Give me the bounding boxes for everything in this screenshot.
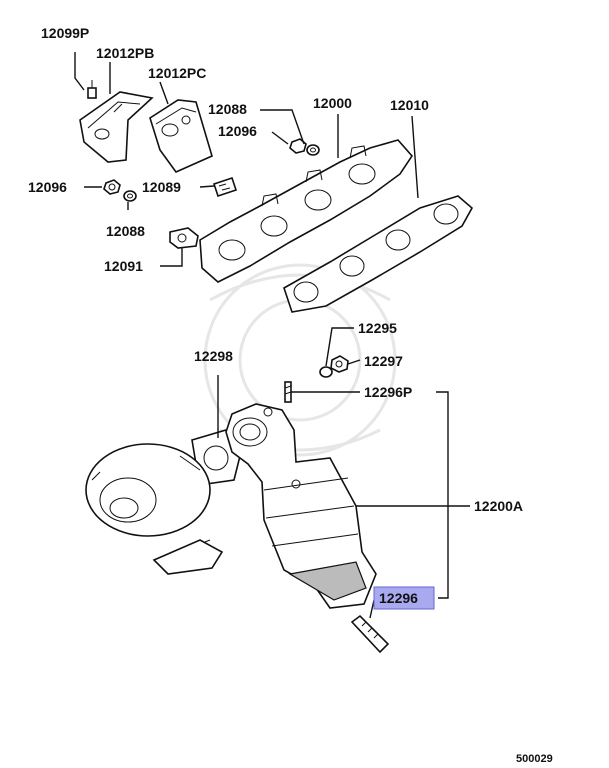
turbocharger [85,443,224,575]
leader-lines [74,52,470,619]
exhaust-manifold-12000[interactable] [199,139,414,283]
part-labels: 12099P 12012PB 12012PC 12088 12000 12010… [28,25,523,514]
label-12010[interactable]: 12010 [390,97,429,113]
heat-protector-12012PC[interactable] [149,99,213,173]
highlighted-label-12296[interactable]: 12296 [373,586,435,610]
nut-12096-top[interactable] [289,138,307,154]
stud-12296[interactable] [350,614,390,654]
label-12295[interactable]: 12295 [358,320,397,336]
label-12096-left[interactable]: 12096 [28,179,67,195]
figure-code: 500029 [516,753,553,765]
gasket-12010[interactable] [283,195,474,313]
washer-12088-left[interactable] [123,190,137,202]
stud-12296P[interactable] [284,381,292,403]
label-12088-left[interactable]: 12088 [106,223,145,239]
catalytic-converter-manifold-12200A[interactable] [225,403,377,609]
nut-12297[interactable] [330,355,349,373]
bolt-12099P[interactable] [87,80,97,99]
bracket-12091[interactable] [169,227,199,249]
stud-12089[interactable] [212,176,238,198]
washer-12088-top[interactable] [306,144,320,156]
washer-12295[interactable] [319,366,333,378]
label-12096-top[interactable]: 12096 [218,123,257,139]
label-12296[interactable]: 12296 [379,590,418,606]
label-12099P[interactable]: 12099P [41,25,89,41]
label-12296P[interactable]: 12296P [364,384,412,400]
nut-12096-left[interactable] [103,179,121,195]
label-12089[interactable]: 12089 [142,179,181,195]
label-12012PB[interactable]: 12012PB [96,45,154,61]
label-12091[interactable]: 12091 [104,258,143,274]
label-12297[interactable]: 12297 [364,353,403,369]
label-12088-top[interactable]: 12088 [208,101,247,117]
label-12012PC[interactable]: 12012PC [148,65,206,81]
heat-protector-12012PB[interactable] [79,91,154,163]
label-12200A[interactable]: 12200A [474,498,523,514]
label-12000[interactable]: 12000 [313,95,352,111]
label-12298[interactable]: 12298 [194,348,233,364]
